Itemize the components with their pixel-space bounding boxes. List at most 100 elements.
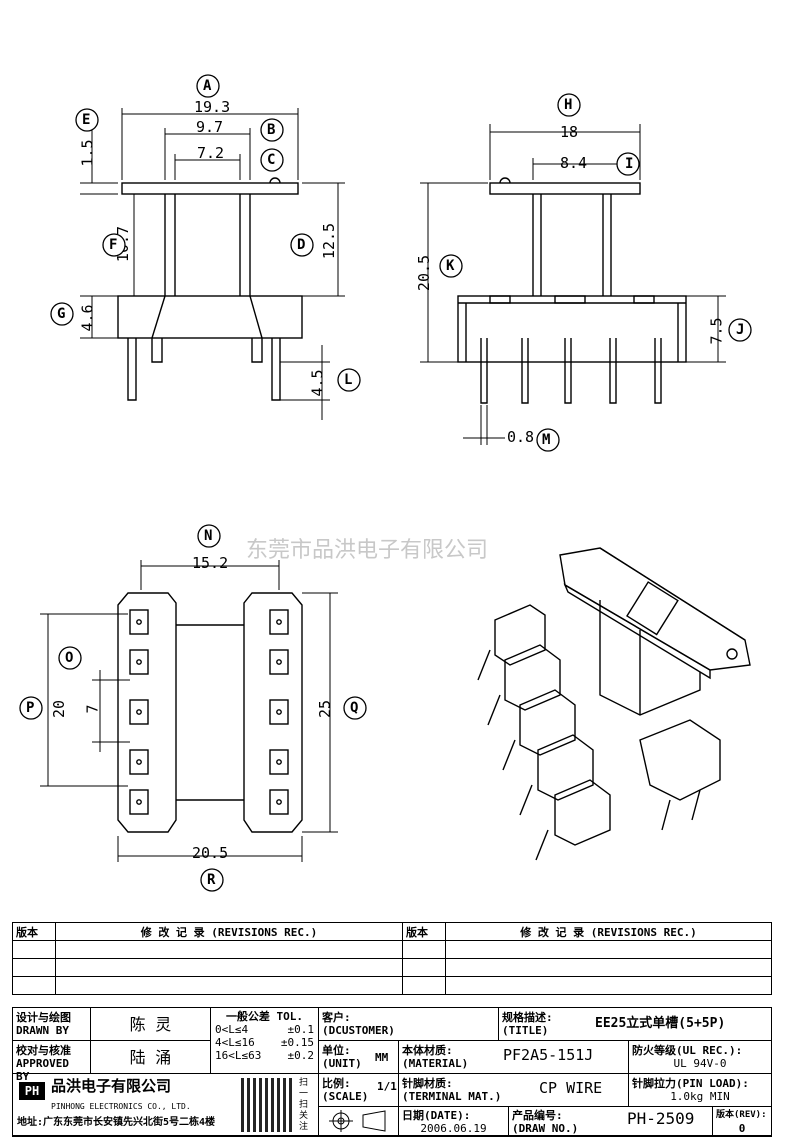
checker-label: 校对与核准 xyxy=(16,1044,71,1057)
label-j: J xyxy=(736,322,745,338)
designer-label-en: DRAWN BY xyxy=(16,1024,69,1037)
bottom-view xyxy=(40,560,338,862)
label-h: H xyxy=(564,97,573,113)
rev-value: 0 xyxy=(738,1122,746,1135)
pinload-cell: 针脚拉力(PIN LOAD): 1.0kg MIN xyxy=(629,1074,771,1107)
label-r: R xyxy=(207,872,216,888)
ul-label: 防火等级(UL REC.): xyxy=(632,1044,743,1057)
unit-label-en: (UNIT) xyxy=(322,1057,362,1070)
label-p: P xyxy=(26,700,35,716)
pinload-value: 1.0kg MIN xyxy=(670,1090,730,1103)
dim-m-value: 0.8 xyxy=(507,428,535,446)
unit-cell: 单位: (UNIT) MM xyxy=(319,1041,399,1074)
checker-label-cell: 校对与核准 APPROVED BY xyxy=(13,1041,91,1083)
drawno-cell: 产品编号: (DRAW NO.) PH-2509 xyxy=(509,1107,713,1136)
checker-label-en: APPROVED BY xyxy=(16,1057,69,1083)
label-c: C xyxy=(267,152,276,168)
date-value: 2006.06.19 xyxy=(420,1122,487,1135)
rev-col-records: 修 改 记 录 (REVISIONS REC.) xyxy=(55,922,403,941)
company-name-en: PINHONG ELECTRONICS CO., LTD. xyxy=(51,1102,191,1111)
rev-cell: 版本(REV): 0 xyxy=(713,1107,771,1136)
dim-a-value: 19.3 xyxy=(194,98,231,116)
dim-r-value: 20.5 xyxy=(192,844,229,862)
qr-code xyxy=(241,1078,295,1132)
isometric-view xyxy=(477,547,751,861)
label-m: M xyxy=(542,432,551,448)
title-label-en: (TITLE) xyxy=(502,1024,549,1037)
dim-c-value: 7.2 xyxy=(197,144,225,162)
label-n: N xyxy=(204,528,213,544)
material-value: PF2A5-151J xyxy=(503,1046,594,1064)
designer-label-cell: 设计与绘图 DRAWN BY xyxy=(13,1008,91,1041)
tolerance-row: 16<L≤63±0.2 xyxy=(215,1049,314,1062)
pinload-label: 针脚拉力(PIN LOAD): xyxy=(632,1077,749,1090)
label-o: O xyxy=(65,650,74,666)
rev-col-records-2: 修 改 记 录 (REVISIONS REC.) xyxy=(445,922,772,941)
label-l: L xyxy=(344,372,353,388)
unit-value: MM xyxy=(375,1051,389,1064)
qr-side-text: 扫一扫关注 xyxy=(299,1078,309,1132)
label-a: A xyxy=(203,78,212,94)
front-view xyxy=(80,108,345,420)
scale-label-en: (SCALE) xyxy=(322,1090,369,1103)
material-label-en: (MATERIAL) xyxy=(402,1057,469,1070)
table-row xyxy=(12,976,772,995)
watermark-text: 东莞市品洪电子有限公司 xyxy=(246,538,489,563)
terminal-label-en: (TERMINAL MAT.) xyxy=(402,1090,502,1103)
table-row xyxy=(12,958,772,977)
label-e: E xyxy=(82,112,91,128)
label-i: I xyxy=(625,156,634,172)
projection-symbol-cell xyxy=(319,1107,399,1136)
dimension-labels xyxy=(19,74,752,892)
tolerance-cell: 一般公差 TOL. 0<L≤4±0.1 4<L≤16±0.15 16<L≤63±… xyxy=(211,1008,319,1074)
label-b: B xyxy=(267,122,276,138)
label-g: G xyxy=(57,306,66,322)
dim-h-value: 18 xyxy=(560,123,579,141)
scale-value: 1/1 xyxy=(377,1080,397,1093)
scale-label: 比例: xyxy=(322,1077,351,1090)
terminal-label: 针脚材质: xyxy=(402,1077,453,1090)
terminal-value: CP WIRE xyxy=(539,1079,603,1097)
title-block: 设计与绘图 DRAWN BY 陈 灵 一般公差 TOL. 0<L≤4±0.1 4… xyxy=(12,1007,772,1137)
label-d: D xyxy=(297,237,306,253)
company-cell: PH 品洪电子有限公司 PINHONG ELECTRONICS CO., LTD… xyxy=(13,1074,319,1136)
designer-name: 陈 灵 xyxy=(91,1008,211,1041)
title-label: 规格描述: xyxy=(502,1011,553,1024)
rev-col-version-2: 版本 xyxy=(402,922,446,941)
product-title: EE25立式单槽(5+5P) xyxy=(595,1016,726,1031)
checker-name: 陆 涌 xyxy=(91,1041,211,1074)
tolerance-title: 一般公差 TOL. xyxy=(225,1010,304,1023)
label-f: F xyxy=(109,237,118,253)
drawno-value: PH-2509 xyxy=(627,1109,695,1128)
table-row xyxy=(12,940,772,959)
date-cell: 日期(DATE): 2006.06.19 xyxy=(399,1107,509,1136)
rev-col-version: 版本 xyxy=(12,922,56,941)
label-q: Q xyxy=(350,700,359,716)
tolerance-row: 0<L≤4±0.1 xyxy=(215,1023,314,1036)
company-address: 地址:广东东莞市长安镇先兴北街5号二栋4楼 xyxy=(17,1117,216,1128)
scale-cell: 比例: (SCALE) 1/1 xyxy=(319,1074,399,1107)
revisions-table: 版本 修 改 记 录 (REVISIONS REC.) 版本 修 改 记 录 (… xyxy=(12,922,772,995)
customer-label-en: (DCUSTOMER) xyxy=(322,1024,395,1037)
technical-drawing xyxy=(40,108,751,862)
terminal-cell: 针脚材质: (TERMINAL MAT.) CP WIRE xyxy=(399,1074,629,1107)
title-cell: 规格描述: (TITLE) EE25立式单槽(5+5P) xyxy=(499,1008,771,1041)
material-cell: 本体材质: (MATERIAL) PF2A5-151J xyxy=(399,1041,629,1074)
customer-cell: 客户: (DCUSTOMER) xyxy=(319,1008,499,1041)
projection-icon xyxy=(329,1110,386,1132)
company-name: 品洪电子有限公司 xyxy=(51,1077,172,1095)
unit-label: 单位: xyxy=(322,1044,351,1057)
drawno-label-en: (DRAW NO.) xyxy=(512,1122,579,1135)
ul-cell: 防火等级(UL REC.): UL 94V-0 xyxy=(629,1041,771,1074)
tolerance-row: 4<L≤16±0.15 xyxy=(215,1036,314,1049)
designer-label: 设计与绘图 xyxy=(16,1011,71,1024)
label-k: K xyxy=(446,258,455,274)
rev-label: 版本(REV): xyxy=(716,1110,767,1120)
table-row: 版本 修 改 记 录 (REVISIONS REC.) 版本 修 改 记 录 (… xyxy=(12,922,772,941)
customer-label: 客户: xyxy=(322,1011,351,1024)
drawno-label: 产品编号: xyxy=(512,1109,563,1122)
dim-n-value: 15.2 xyxy=(192,554,229,572)
dim-b-value: 9.7 xyxy=(196,118,224,136)
company-logo: PH xyxy=(19,1082,45,1100)
dim-i-value: 8.4 xyxy=(560,154,588,172)
